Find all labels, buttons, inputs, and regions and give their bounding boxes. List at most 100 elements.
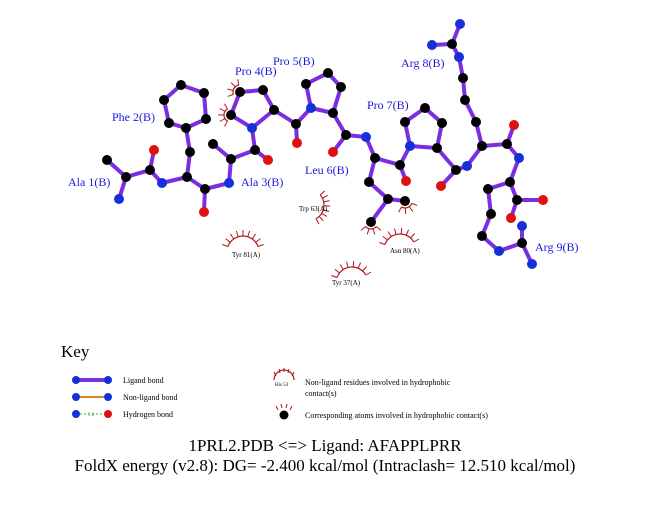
- carbon-atom: [502, 139, 512, 149]
- carbon-atom: [208, 139, 218, 149]
- key-corresponding-atoms: Corresponding atoms involved in hydropho…: [275, 403, 488, 420]
- carbon-atom: [185, 147, 195, 157]
- carbon-atom: [400, 117, 410, 127]
- carbon-atom: [366, 217, 376, 227]
- carbon-atom: [400, 196, 410, 206]
- key-nonligand-residues-line2: contact(s): [305, 389, 337, 398]
- carbon-atom: [477, 231, 487, 241]
- oxygen-atom: [538, 195, 548, 205]
- carbon-atom: [458, 73, 468, 83]
- nitrogen-atom: [157, 178, 167, 188]
- carbon-atom: [383, 194, 393, 204]
- carbon-atom: [176, 80, 186, 90]
- carbon-atom: [121, 172, 131, 182]
- residue-label-ala1: Ala 1(B): [68, 175, 110, 189]
- hydrophobic-label-trp63: Trp 63(A): [299, 205, 328, 213]
- carbon-atom: [395, 160, 405, 170]
- residue-label-pro5: Pro 5(B): [273, 54, 315, 68]
- carbon-atom: [336, 82, 346, 92]
- residue-label-pro7: Pro 7(B): [367, 98, 409, 112]
- nitrogen-atom: [247, 123, 257, 133]
- atom-contact-leu6: [360, 226, 382, 235]
- nitrogen-atom: [427, 40, 437, 50]
- atom-contact-pro4: [218, 103, 228, 127]
- caption-line2: FoldX energy (v2.8): DG= -2.400 kcal/mol…: [75, 456, 576, 475]
- carbon-atom: [437, 118, 447, 128]
- key-nonligand-residues: His 53 Non-ligand residues involved in h…: [273, 368, 451, 398]
- nitrogen-atom: [361, 132, 371, 142]
- oxygen-atom: [199, 207, 209, 217]
- hydrophobic-arc-tyr37: [331, 261, 372, 278]
- key-non-ligand-bond: Non-ligand bond: [72, 393, 177, 402]
- key-title: Key: [61, 342, 90, 361]
- carbon-atom: [323, 68, 333, 78]
- carbon-atom: [341, 130, 351, 140]
- atom-contact-leu6-d2: [398, 202, 418, 215]
- oxygen-atom: [292, 138, 302, 148]
- hydrophobic-arc-tyr81: [222, 230, 264, 247]
- carbon-atom: [517, 238, 527, 248]
- oxygen-atom: [509, 120, 519, 130]
- carbon-atom: [199, 88, 209, 98]
- hydrophobic-label-asn80: Asn 80(A): [390, 247, 420, 255]
- carbon-atom: [420, 103, 430, 113]
- key-example-residue: His 53: [275, 383, 289, 388]
- carbon-atom: [477, 141, 487, 151]
- carbon-atom: [451, 165, 461, 175]
- hydrophobic-label-tyr81: Tyr 81(A): [232, 251, 261, 259]
- carbon-atom: [328, 108, 338, 118]
- carbon-atom: [258, 85, 268, 95]
- residue-label-leu6: Leu 6(B): [305, 163, 349, 177]
- key-ligand-bond: Ligand bond: [72, 376, 164, 385]
- residue-label-phe2: Phe 2(B): [112, 110, 155, 124]
- key-hbond-length: 3.0: [88, 413, 95, 418]
- hydrophobic-label-tyr37: Tyr 37(A): [332, 279, 361, 287]
- carbon-atom: [291, 119, 301, 129]
- residue-label-arg9: Arg 9(B): [535, 240, 578, 254]
- carbon-atom: [447, 39, 457, 49]
- carbon-atom: [226, 110, 236, 120]
- oxygen-atom: [436, 181, 446, 191]
- hydrophobic-arc-trp63: [315, 190, 330, 225]
- carbon-atom: [460, 95, 470, 105]
- nitrogen-atom: [224, 178, 234, 188]
- carbon-atom: [200, 184, 210, 194]
- carbon-atom: [164, 118, 174, 128]
- carbon-atom: [505, 177, 515, 187]
- key-non-ligand-bond-label: Non-ligand bond: [123, 393, 177, 402]
- hydrophobic-arcs: [218, 79, 420, 278]
- key-nonligand-residues-line1: Non-ligand residues involved in hydropho…: [305, 378, 451, 387]
- carbon-atom: [102, 155, 112, 165]
- oxygen-atom: [263, 155, 273, 165]
- carbon-atom: [201, 114, 211, 124]
- carbon-atom: [483, 184, 493, 194]
- key-ligand-bond-label: Ligand bond: [123, 376, 164, 385]
- carbon-atom: [370, 153, 380, 163]
- carbon-atom: [159, 95, 169, 105]
- nitrogen-atom: [454, 52, 464, 62]
- nitrogen-atom: [462, 161, 472, 171]
- oxygen-atom: [328, 147, 338, 157]
- nitrogen-atom: [306, 103, 316, 113]
- nitrogen-atom: [517, 221, 527, 231]
- residue-label-ala3: Ala 3(B): [241, 175, 283, 189]
- nitrogen-atom: [455, 19, 465, 29]
- nitrogen-atom: [494, 246, 504, 256]
- key-hydrogen-bond: 3.0 Hydrogen bond: [72, 410, 173, 419]
- carbon-atom: [181, 123, 191, 133]
- carbon-atom: [269, 105, 279, 115]
- oxygen-atom: [149, 145, 159, 155]
- caption-line1: 1PRL2.PDB <=> Ligand: AFAPPLPRR: [188, 436, 462, 455]
- atom-contact-pro4-cg: [227, 79, 240, 97]
- oxygen-atom: [506, 213, 516, 223]
- nitrogen-atom: [405, 141, 415, 151]
- carbon-atom: [301, 79, 311, 89]
- carbon-atom: [364, 177, 374, 187]
- carbon-atom: [235, 87, 245, 97]
- carbon-atom: [512, 195, 522, 205]
- residue-label-pro4: Pro 4(B): [235, 64, 277, 78]
- carbon-atom: [471, 117, 481, 127]
- residue-label-arg8: Arg 8(B): [401, 56, 444, 70]
- carbon-atom: [145, 165, 155, 175]
